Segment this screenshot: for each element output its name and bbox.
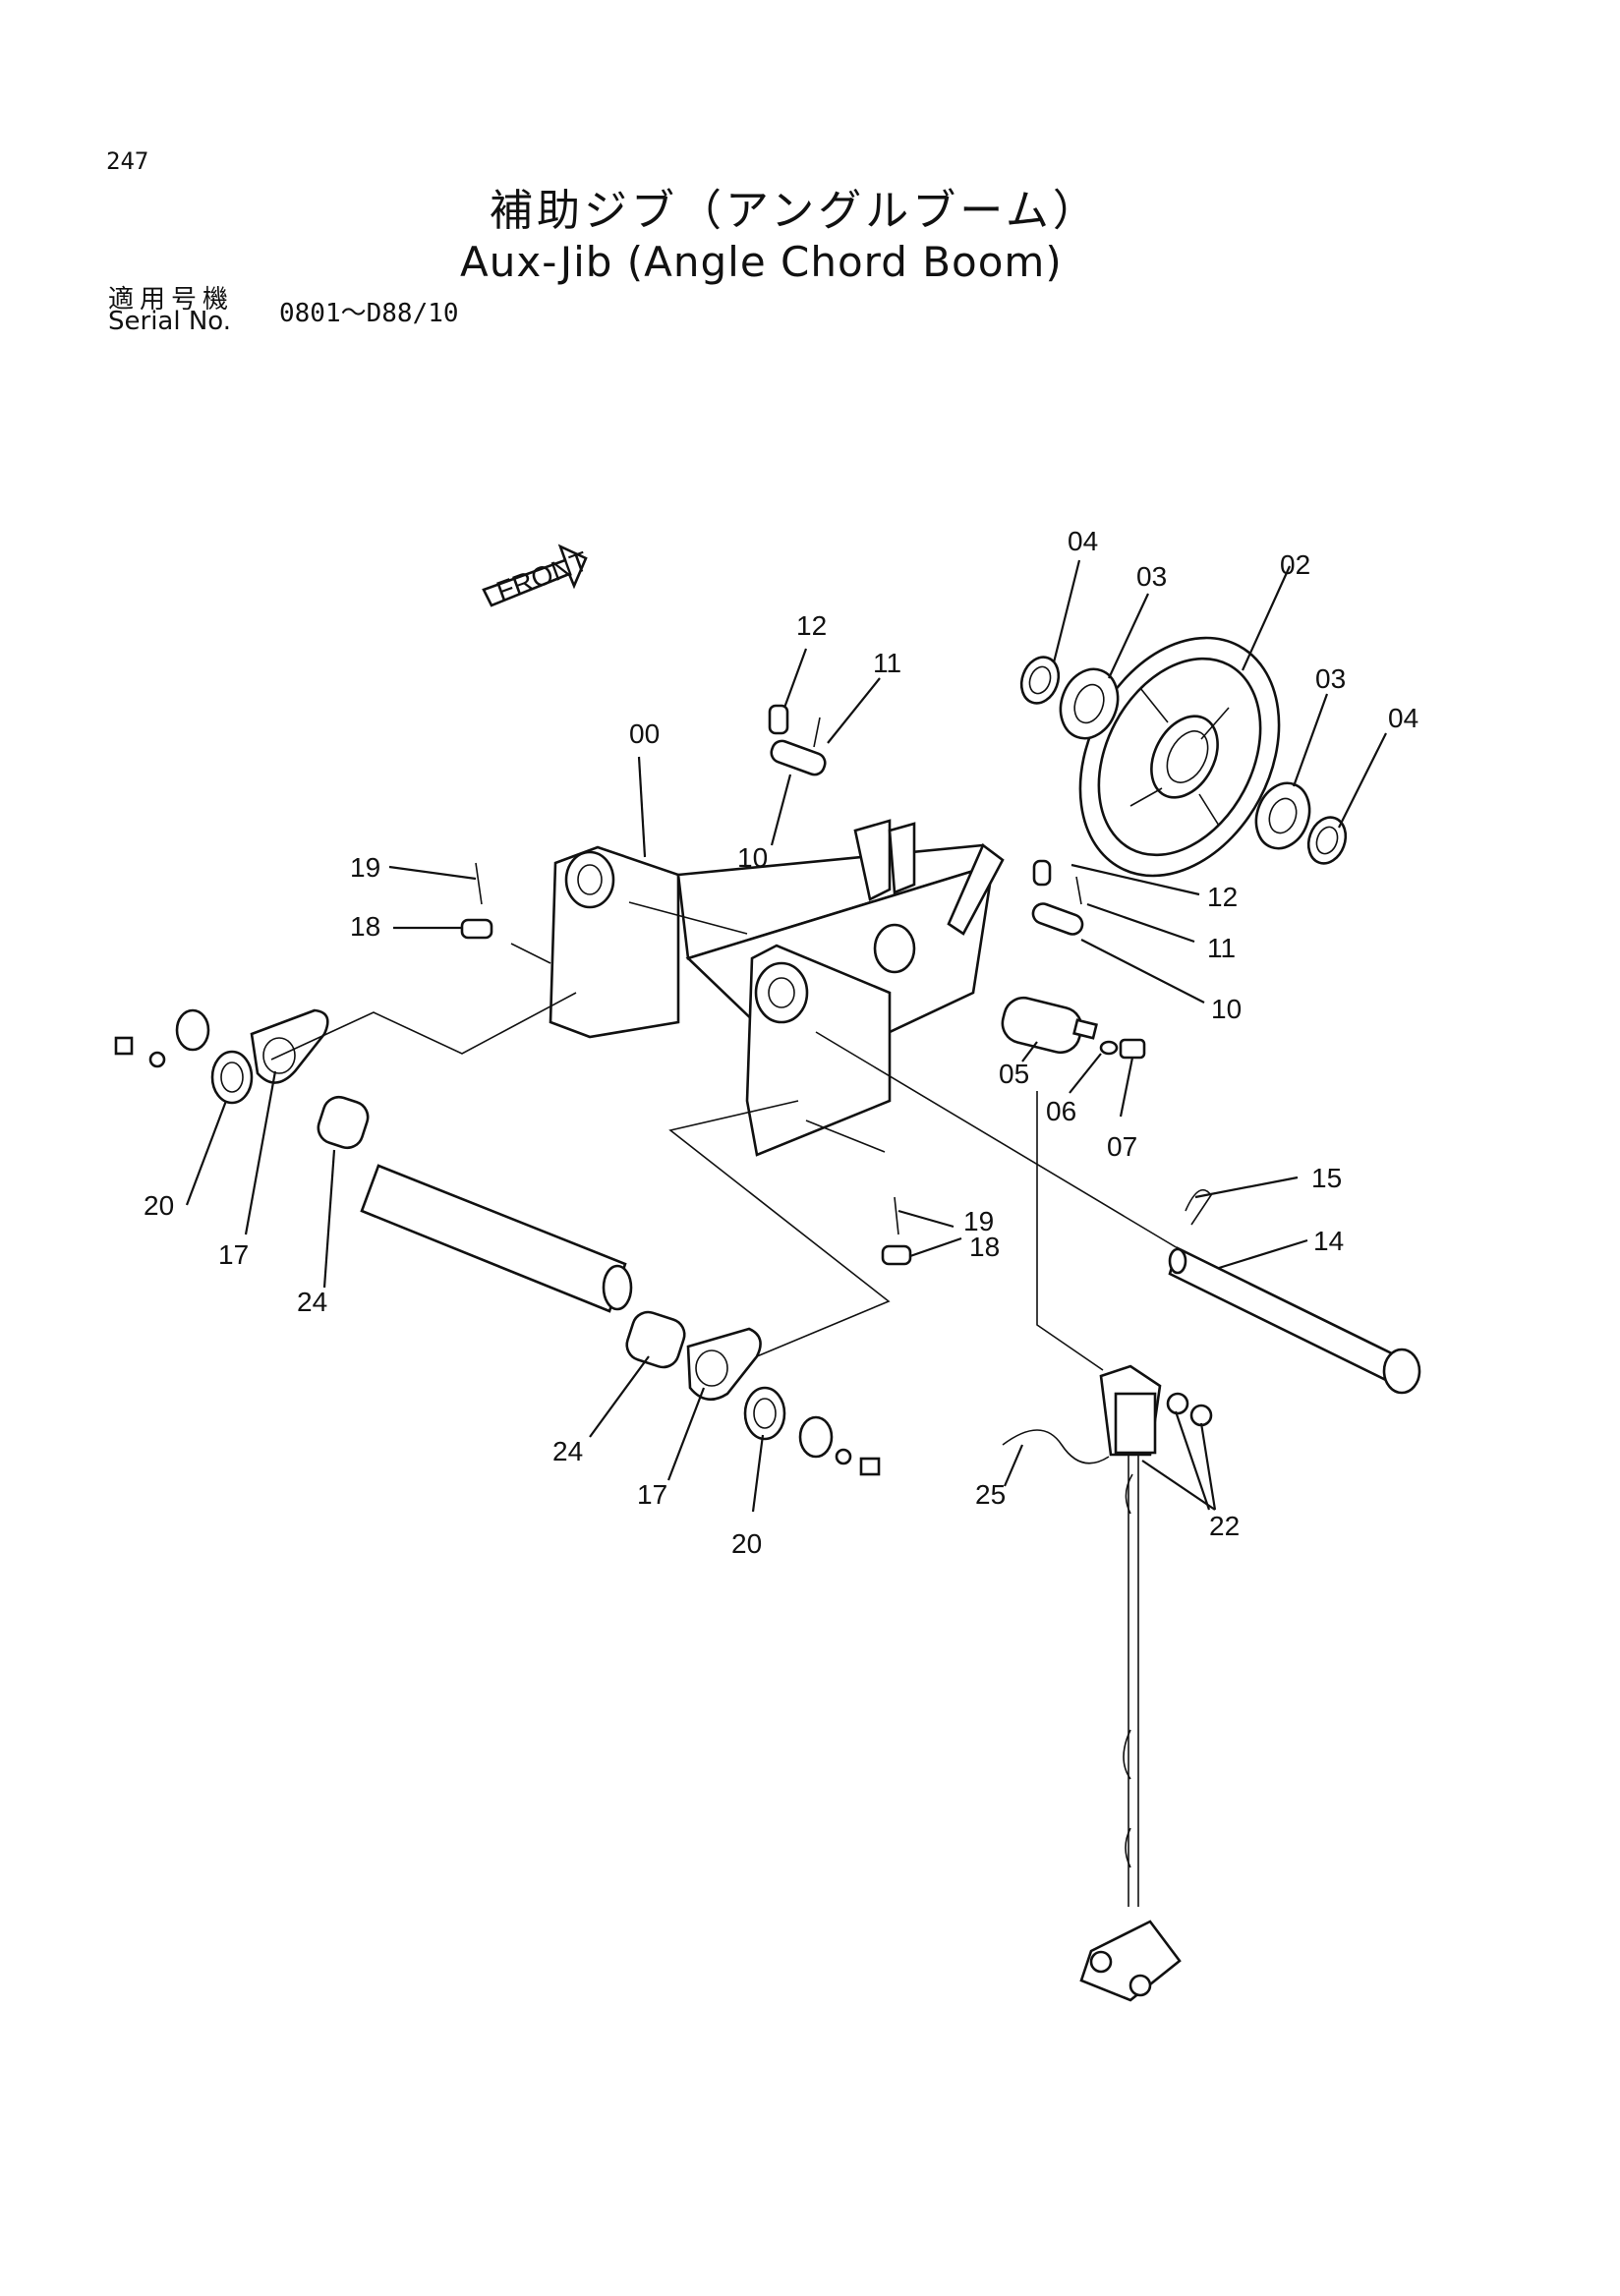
jib-frame (549, 819, 1005, 1157)
callout-19-mid: 19 (963, 1206, 994, 1236)
front-arrow-icon: FRONT (482, 544, 592, 607)
callout-22: 22 (1209, 1511, 1240, 1541)
callout-05: 05 (999, 1059, 1029, 1089)
callout-20-bottom: 20 (731, 1528, 762, 1559)
callout-00: 00 (629, 718, 660, 749)
callout-07: 07 (1107, 1131, 1137, 1162)
callout-11-right: 11 (1207, 933, 1236, 963)
long-pin-rod (1168, 1188, 1421, 1395)
callout-10-right: 10 (1211, 994, 1242, 1024)
callout-24-left: 24 (297, 1287, 327, 1317)
front-label: FRONT (492, 545, 592, 606)
callout-03-right: 03 (1315, 663, 1346, 694)
callout-14: 14 (1313, 1226, 1344, 1256)
bearing-left (1059, 667, 1120, 740)
callout-19-top: 19 (350, 852, 380, 883)
callout-20-left: 20 (144, 1190, 174, 1221)
leader-lines (185, 559, 1387, 1513)
callout-04-right: 04 (1388, 703, 1418, 733)
upper-pin-assembly (768, 704, 1084, 936)
callout-06: 06 (1046, 1096, 1076, 1126)
seal-left (1019, 656, 1061, 705)
callout-12-right: 12 (1207, 882, 1238, 912)
callout-04-top: 04 (1068, 526, 1098, 556)
left-bearing-stack (114, 1008, 881, 1476)
serial-range: 0801～D88/10 (279, 299, 459, 328)
serial-label-english: Serial No. (108, 307, 231, 336)
cylinder-pin (1001, 996, 1146, 1060)
callout-02: 02 (1280, 549, 1310, 580)
title-english: Aux-Jib (Angle Chord Boom) (460, 238, 1063, 286)
callout-numbers: 04 03 02 03 04 12 11 00 10 19 18 12 11 1… (144, 526, 1418, 1559)
callout-10-top: 10 (737, 842, 768, 873)
page-number: 247 (106, 147, 149, 175)
seal-right (1306, 816, 1348, 865)
pulley-sheave (1078, 636, 1281, 878)
serial-label-japanese: 適用号機 (108, 285, 235, 315)
callout-18-top: 18 (350, 911, 380, 942)
callout-17-bottom: 17 (637, 1479, 667, 1510)
callout-03-top: 03 (1136, 561, 1167, 592)
hook-block-assembly (1002, 1364, 1213, 2002)
callout-15: 15 (1311, 1163, 1342, 1193)
callout-18-mid: 18 (969, 1232, 1000, 1262)
callout-25: 25 (975, 1479, 1006, 1510)
callout-11-top: 11 (873, 648, 901, 678)
title-japanese: 補助ジブ（アングルブーム） (490, 186, 1100, 236)
callout-12-top: 12 (796, 610, 827, 641)
callout-24-bottom: 24 (552, 1436, 583, 1466)
callout-17-left: 17 (218, 1239, 249, 1270)
small-pins (460, 862, 912, 1266)
